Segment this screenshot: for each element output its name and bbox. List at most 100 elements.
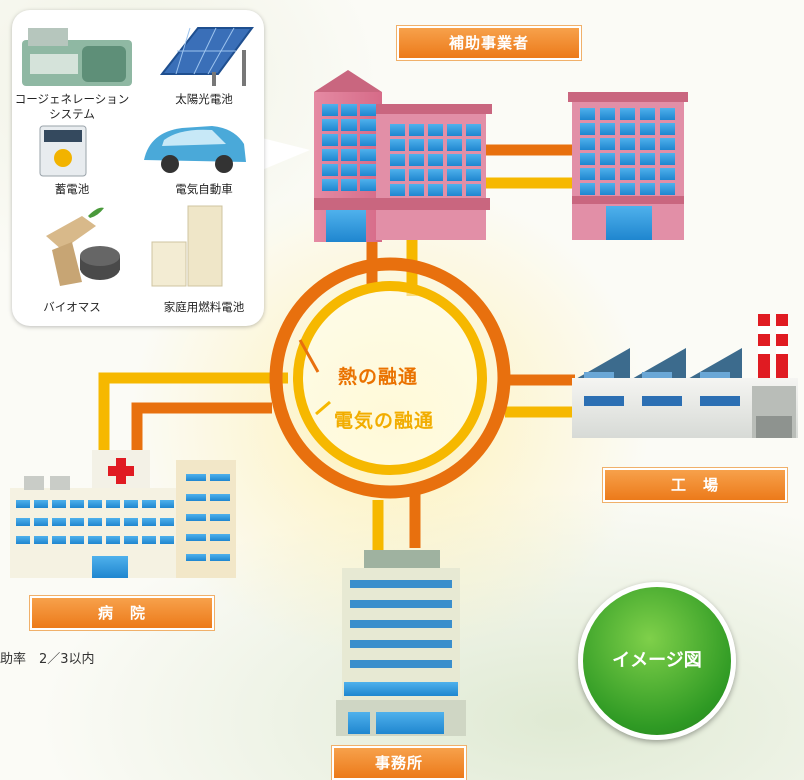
biomass-icon	[46, 207, 120, 286]
window	[409, 139, 424, 151]
window	[640, 123, 655, 135]
hospital-windows	[16, 474, 230, 561]
equipment-label-biomass: バイオマス	[43, 300, 101, 314]
building-top-right-windows	[580, 108, 675, 195]
window	[466, 124, 481, 136]
window	[322, 149, 338, 161]
window	[620, 138, 635, 150]
window	[322, 179, 338, 191]
window	[360, 164, 376, 176]
window	[34, 536, 48, 544]
window	[447, 184, 462, 196]
window	[350, 620, 452, 628]
window	[466, 184, 481, 196]
window	[640, 168, 655, 180]
window	[341, 179, 357, 191]
window	[660, 153, 675, 165]
building-main-windows	[322, 104, 481, 196]
window	[88, 518, 102, 526]
window	[210, 534, 230, 541]
window	[466, 139, 481, 151]
window	[580, 138, 595, 150]
window	[341, 164, 357, 176]
window	[600, 183, 615, 195]
window	[16, 536, 30, 544]
window	[620, 168, 635, 180]
window	[34, 500, 48, 508]
window	[390, 169, 405, 181]
equipment-label-ev: 電気自動車	[175, 182, 233, 196]
window	[584, 396, 624, 406]
window	[124, 536, 138, 544]
elec-pointer	[315, 400, 331, 416]
window	[580, 183, 595, 195]
window	[34, 518, 48, 526]
window	[409, 124, 424, 136]
window	[186, 514, 206, 521]
window	[160, 536, 174, 544]
window	[360, 119, 376, 131]
window	[360, 104, 376, 116]
heat-ring	[269, 257, 511, 499]
window	[580, 123, 595, 135]
window	[642, 372, 672, 378]
equipment-label-battery: 蓄電池	[54, 182, 90, 196]
window	[360, 179, 376, 191]
heat-pointer	[298, 339, 320, 373]
window	[600, 138, 615, 150]
window	[447, 154, 462, 166]
subsidy-rate-note: 助率 2／3以内	[0, 652, 95, 667]
window	[142, 536, 156, 544]
window	[142, 518, 156, 526]
window	[350, 600, 452, 608]
window	[584, 372, 614, 378]
window	[700, 396, 740, 406]
window	[466, 154, 481, 166]
window	[660, 108, 675, 120]
window	[341, 134, 357, 146]
office-label: 事務所	[332, 746, 466, 780]
window	[640, 108, 655, 120]
window	[70, 518, 84, 526]
window	[360, 134, 376, 146]
window	[660, 138, 675, 150]
window	[322, 134, 338, 146]
window	[350, 660, 452, 668]
window	[409, 154, 424, 166]
window	[210, 474, 230, 481]
window	[341, 119, 357, 131]
window	[16, 500, 30, 508]
window	[186, 534, 206, 541]
window	[390, 154, 405, 166]
window	[580, 108, 595, 120]
window	[700, 372, 730, 378]
window	[341, 104, 357, 116]
window	[620, 108, 635, 120]
window	[124, 518, 138, 526]
callout-tail	[262, 138, 310, 170]
window	[142, 500, 156, 508]
window	[210, 514, 230, 521]
subsidy-recipient-label: 補助事業者	[397, 26, 581, 60]
window	[640, 183, 655, 195]
window	[88, 536, 102, 544]
equipment-icons	[22, 27, 254, 287]
window	[660, 168, 675, 180]
window	[350, 580, 452, 588]
window	[52, 536, 66, 544]
window	[106, 500, 120, 508]
window	[322, 119, 338, 131]
window	[428, 124, 443, 136]
window	[186, 474, 206, 481]
window	[52, 500, 66, 508]
window	[620, 183, 635, 195]
window	[580, 153, 595, 165]
window	[160, 518, 174, 526]
window	[390, 139, 405, 151]
window	[186, 554, 206, 561]
window	[409, 184, 424, 196]
window	[350, 640, 452, 648]
window	[620, 123, 635, 135]
window	[600, 123, 615, 135]
